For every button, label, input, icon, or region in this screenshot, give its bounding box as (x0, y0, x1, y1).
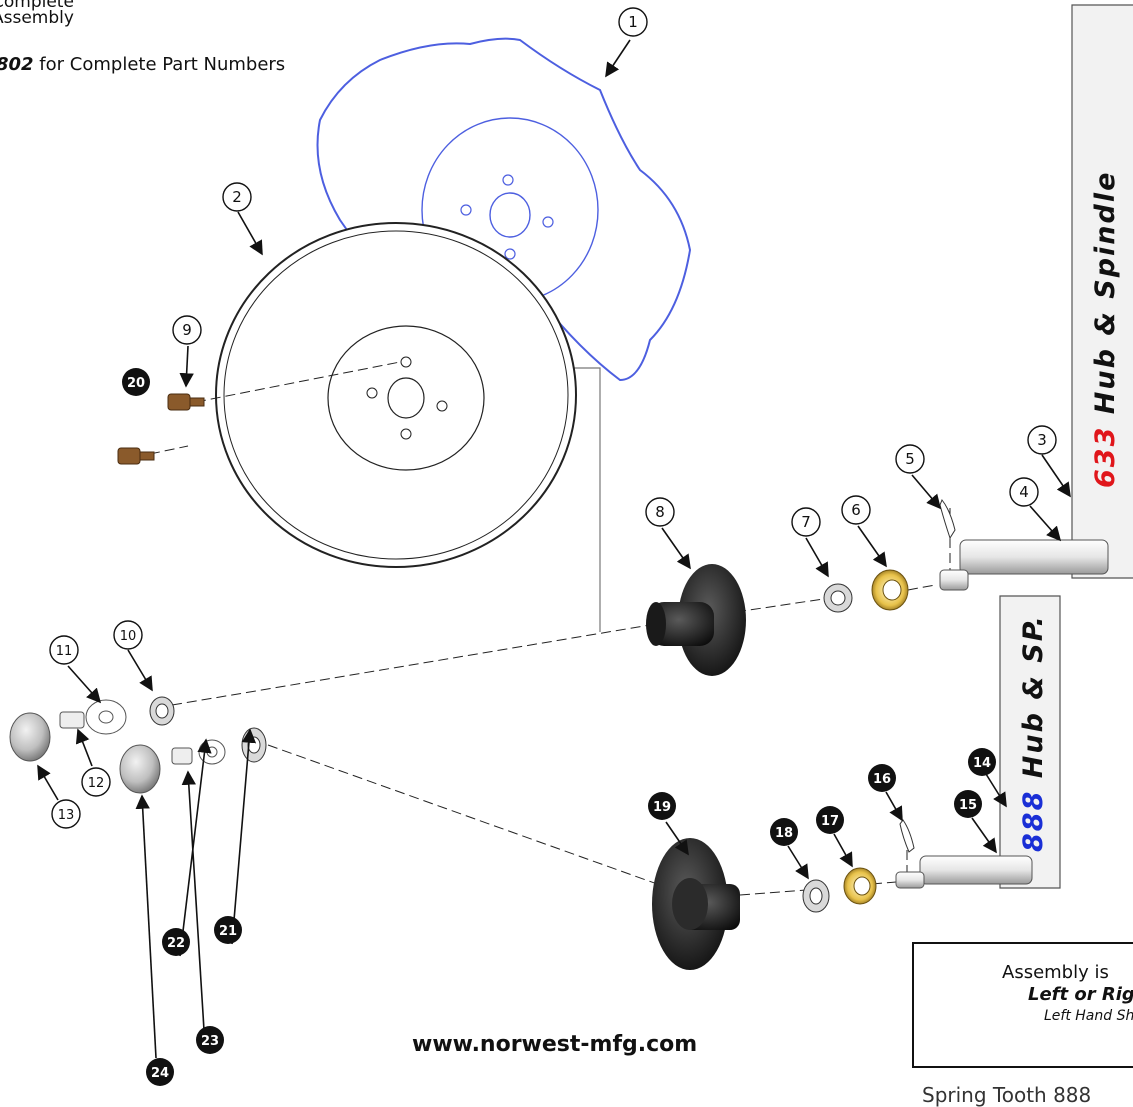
bolt-upper (167, 393, 205, 411)
leader-arrows (37, 39, 1071, 1059)
bolt-lower (117, 447, 155, 465)
notched-disc-blade (316, 37, 692, 382)
callout-7: 7 (801, 513, 811, 531)
castle-nut-upper (59, 711, 85, 729)
callout-18: 18 (775, 826, 793, 841)
callout-14: 14 (973, 756, 991, 771)
castle-nut-lower (171, 747, 193, 765)
header-line-2: Assembly (0, 8, 74, 28)
callout-2: 2 (232, 188, 242, 206)
callout-16: 16 (873, 772, 891, 787)
callout-12: 12 (88, 776, 105, 791)
callout-24: 24 (151, 1066, 169, 1081)
callout-11: 11 (56, 644, 73, 659)
website-link[interactable]: www.norwest-mfg.com (412, 1032, 698, 1057)
hub-upper (646, 564, 746, 676)
spindle-panel-lower (999, 595, 1061, 889)
bearing-upper-inner (149, 696, 175, 726)
callout-3: 3 (1037, 431, 1047, 449)
footer-fragment: Spring Tooth 888 (922, 1083, 1092, 1107)
panel-label-upper: Hub & Spindle (1090, 171, 1121, 426)
callout-8: 8 (655, 503, 665, 521)
header-line-1: Complete (0, 0, 74, 12)
callout-1: 1 (628, 13, 638, 31)
svg-text:888 Hub & SP.: 888 Hub & SP. (1018, 614, 1049, 852)
callouts-solid-text: 20 14 15 16 17 18 19 21 22 23 24 (127, 376, 991, 1081)
cotter-pin-upper (939, 499, 956, 540)
panel-label-lower: Hub & SP. (1018, 614, 1049, 789)
seal-lower (843, 867, 877, 905)
dust-cap-upper (9, 712, 51, 762)
callout-6: 6 (851, 501, 861, 519)
spindle-panel-upper (1071, 4, 1133, 579)
seal-upper (871, 569, 909, 611)
part-number-prefix: 802 (0, 54, 34, 75)
note-line-3: Left Hand Sh (1044, 1008, 1133, 1024)
panel-number-upper: 633 (1090, 426, 1121, 488)
callout-4: 4 (1019, 483, 1029, 501)
callout-19: 19 (653, 800, 671, 815)
callout-10: 10 (120, 629, 137, 644)
callout-13: 13 (58, 808, 75, 823)
panel-number-lower: 888 (1018, 790, 1049, 852)
smooth-disc-blade (215, 222, 577, 568)
svg-text:633 Hub & Spindle: 633 Hub & Spindle (1090, 171, 1121, 488)
spindle-lower (895, 855, 1033, 889)
callout-22: 22 (167, 936, 185, 951)
bearing-upper-outer (823, 583, 853, 613)
callout-5: 5 (905, 450, 915, 468)
callout-21: 21 (219, 924, 237, 939)
callouts-outline-text: 1 2 9 3 4 5 6 7 8 10 11 12 13 (56, 13, 1047, 823)
callouts-outline (49, 7, 1057, 829)
panel-title-lower: 888 Hub & SP. (1018, 614, 1049, 852)
dust-cap-lower (119, 744, 161, 794)
note-line-1: Assembly is (1002, 962, 1109, 983)
callout-9: 9 (182, 321, 192, 339)
callout-20: 20 (127, 376, 145, 391)
callout-15: 15 (959, 798, 977, 813)
hub-lower (652, 838, 740, 970)
assembly-note-box: Assembly is Left or Right Left Hand Sh (912, 942, 1133, 1068)
assembly-lines (149, 361, 951, 896)
part-number-suffix: for Complete Part Numbers (33, 54, 286, 75)
callout-17: 17 (821, 814, 839, 829)
washer-upper (85, 699, 127, 735)
part-number-reference: 802 for Complete Part Numbers (0, 54, 285, 75)
spindle-upper (939, 539, 1109, 591)
cotter-pin-lower (899, 819, 915, 853)
callout-23: 23 (201, 1034, 219, 1049)
panel-title-upper: 633 Hub & Spindle (1090, 171, 1121, 488)
bearing-lower-outer (802, 879, 830, 913)
callouts-solid (122, 368, 996, 1086)
bearing-lower-inner (241, 727, 267, 763)
note-line-2: Left or Right (1028, 984, 1133, 1005)
